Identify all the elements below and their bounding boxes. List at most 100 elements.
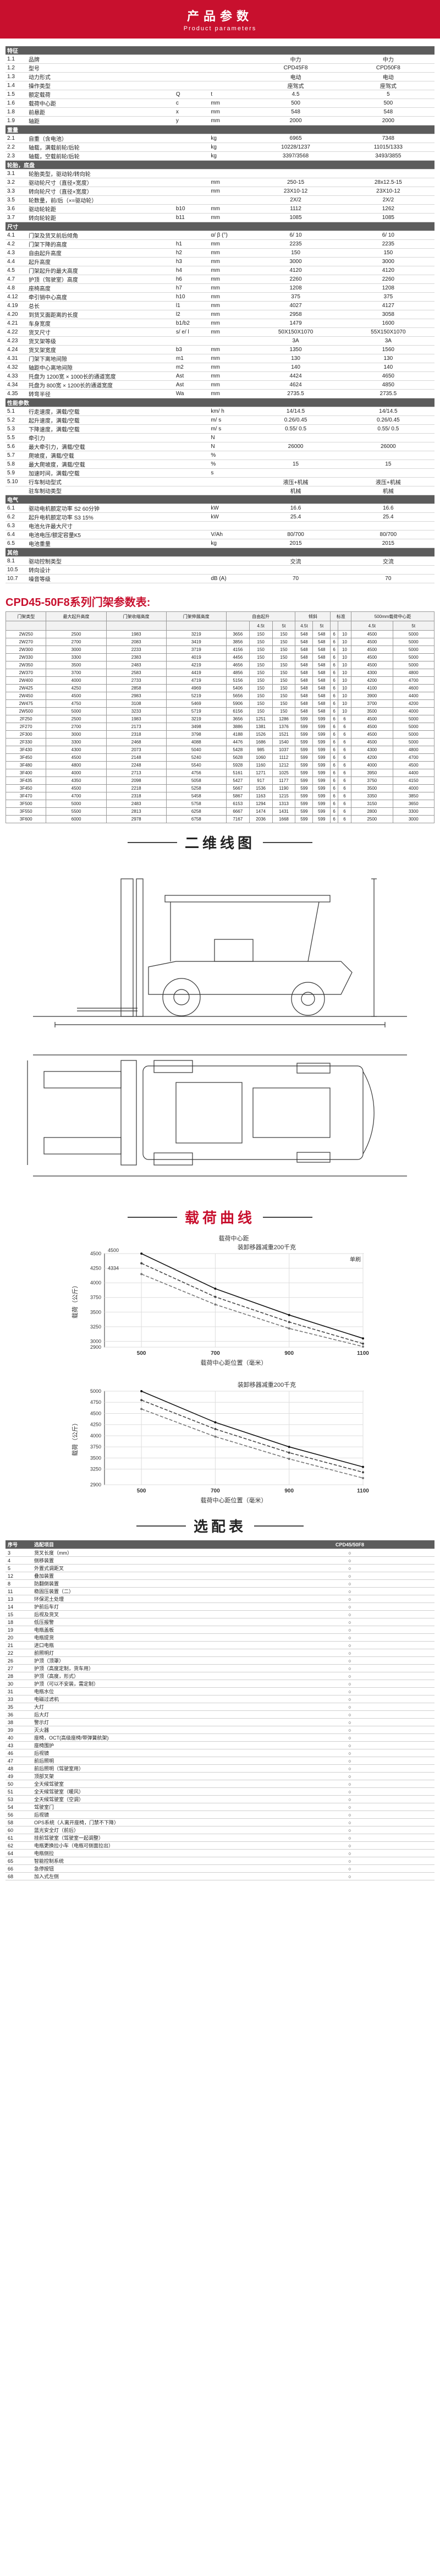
y-tick-label: 3250 [90, 1324, 101, 1330]
mast-cell: 548 [295, 638, 314, 646]
mast-cell: 3F450 [5, 753, 47, 762]
spec-cell: 6/ 10 [249, 231, 342, 240]
spec-cell: V/Ah [209, 530, 250, 539]
options-cell: ○ [265, 1795, 435, 1803]
mast-cell: 4200 [351, 753, 393, 762]
mast-cell: 548 [312, 661, 331, 669]
data-point [214, 1421, 217, 1424]
spec-cell: 1.4 [6, 81, 27, 90]
options-cell: ○ [265, 1733, 435, 1742]
mast-cell: 599 [312, 723, 331, 731]
load-curve-section-title: 载荷曲线 [0, 1207, 440, 1227]
mast-cell: 548 [295, 669, 314, 677]
spec-cell: 2.3 [6, 151, 27, 161]
y-axis-label: 载荷（公斤） [72, 1420, 79, 1456]
mast-cell: 548 [295, 692, 314, 700]
spec-cell: 门架起升的最大高度 [26, 266, 174, 275]
spec-cell: 15 [342, 460, 435, 469]
data-point [214, 1435, 217, 1438]
mast-cell: 3219 [166, 715, 227, 723]
mast-cell: 599 [295, 746, 314, 754]
mast-cell: 599 [312, 761, 331, 769]
mast-cell: 6 [330, 707, 338, 715]
spec-cell: 中力 [249, 54, 342, 64]
spec-cell: 4027 [249, 301, 342, 310]
spec-cell: 0.55/ 0.5 [249, 424, 342, 434]
spec-cell [249, 468, 342, 478]
spec-cell: 10.5 [6, 565, 27, 575]
spec-cell: h7 [174, 283, 210, 293]
options-cell: 36 [6, 1710, 32, 1719]
mast-cell: 5000 [392, 715, 435, 723]
spec-cell [174, 143, 210, 152]
options-cell: ○ [265, 1849, 435, 1857]
mast-cell: 5000 [392, 730, 435, 739]
spec-cell: h10 [174, 292, 210, 302]
mast-cell: 3656 [226, 630, 250, 638]
options-cell: 38 [6, 1718, 32, 1726]
mast-cell: 150 [249, 630, 273, 638]
mast-cell: 4700 [46, 792, 107, 800]
y-tick-label: 3250 [90, 1467, 101, 1472]
spec-cell: 1.1 [6, 54, 27, 64]
spec-cell: 自重（含电池） [26, 134, 174, 143]
spec-cell: t [209, 90, 250, 99]
spec-cell: mm [209, 239, 250, 249]
spec-cell: m/ s [209, 424, 250, 434]
options-cell: 警示灯 [32, 1718, 265, 1726]
options-cell: 31 [6, 1687, 32, 1696]
mast-cell: 4500 [351, 653, 393, 661]
mast-cell: 599 [295, 715, 314, 723]
options-cell: 61 [6, 1834, 32, 1842]
spec-cell: 转向轮轮距 [26, 213, 174, 222]
spec-cell: 4850 [342, 380, 435, 390]
mast-cell: 6 [330, 738, 338, 746]
spec-cell: 托盘为 800宽 × 1200长的通道宽度 [26, 380, 174, 390]
mast-cell: 6 [337, 792, 352, 800]
y-tick-label: 5000 [90, 1388, 101, 1394]
mast-cell: 1060 [249, 753, 273, 762]
options-cell: 前照明灯 [32, 1649, 265, 1657]
options-cell: 护顶（可以不安装，需定制） [32, 1680, 265, 1688]
options-cell: 19 [6, 1626, 32, 1634]
options-cell: 后视镜 [32, 1749, 265, 1757]
spec-cell: mm [209, 275, 250, 284]
spec-cell: N [209, 442, 250, 451]
mast-cell: 3850 [392, 792, 435, 800]
mast-cell: 6 [330, 746, 338, 754]
spec-cell: 70 [342, 574, 435, 583]
mast-cell: 599 [295, 723, 314, 731]
mast-cell: 5867 [226, 792, 250, 800]
spec-cell: 4.24 [6, 345, 27, 354]
options-cell: ○ [265, 1772, 435, 1780]
mast-cell: 3F450 [5, 784, 47, 792]
mast-cell: 4250 [46, 684, 107, 692]
options-cell: 46 [6, 1749, 32, 1757]
mast-cell: 548 [312, 707, 331, 715]
mast-cell: 5428 [226, 746, 250, 754]
mast-cell: 150 [249, 684, 273, 692]
mast-cell: 2713 [106, 769, 167, 777]
spec-cell: 500 [342, 99, 435, 108]
y-tick-label: 3750 [90, 1295, 101, 1300]
mast-cell: 599 [312, 769, 331, 777]
mast-cell: 599 [312, 746, 331, 754]
spec-cell: 电动 [342, 72, 435, 81]
mast-cell: 6 [330, 753, 338, 762]
mast-cell: 548 [312, 646, 331, 654]
spec-cell: 行车制动型式 [26, 477, 174, 486]
